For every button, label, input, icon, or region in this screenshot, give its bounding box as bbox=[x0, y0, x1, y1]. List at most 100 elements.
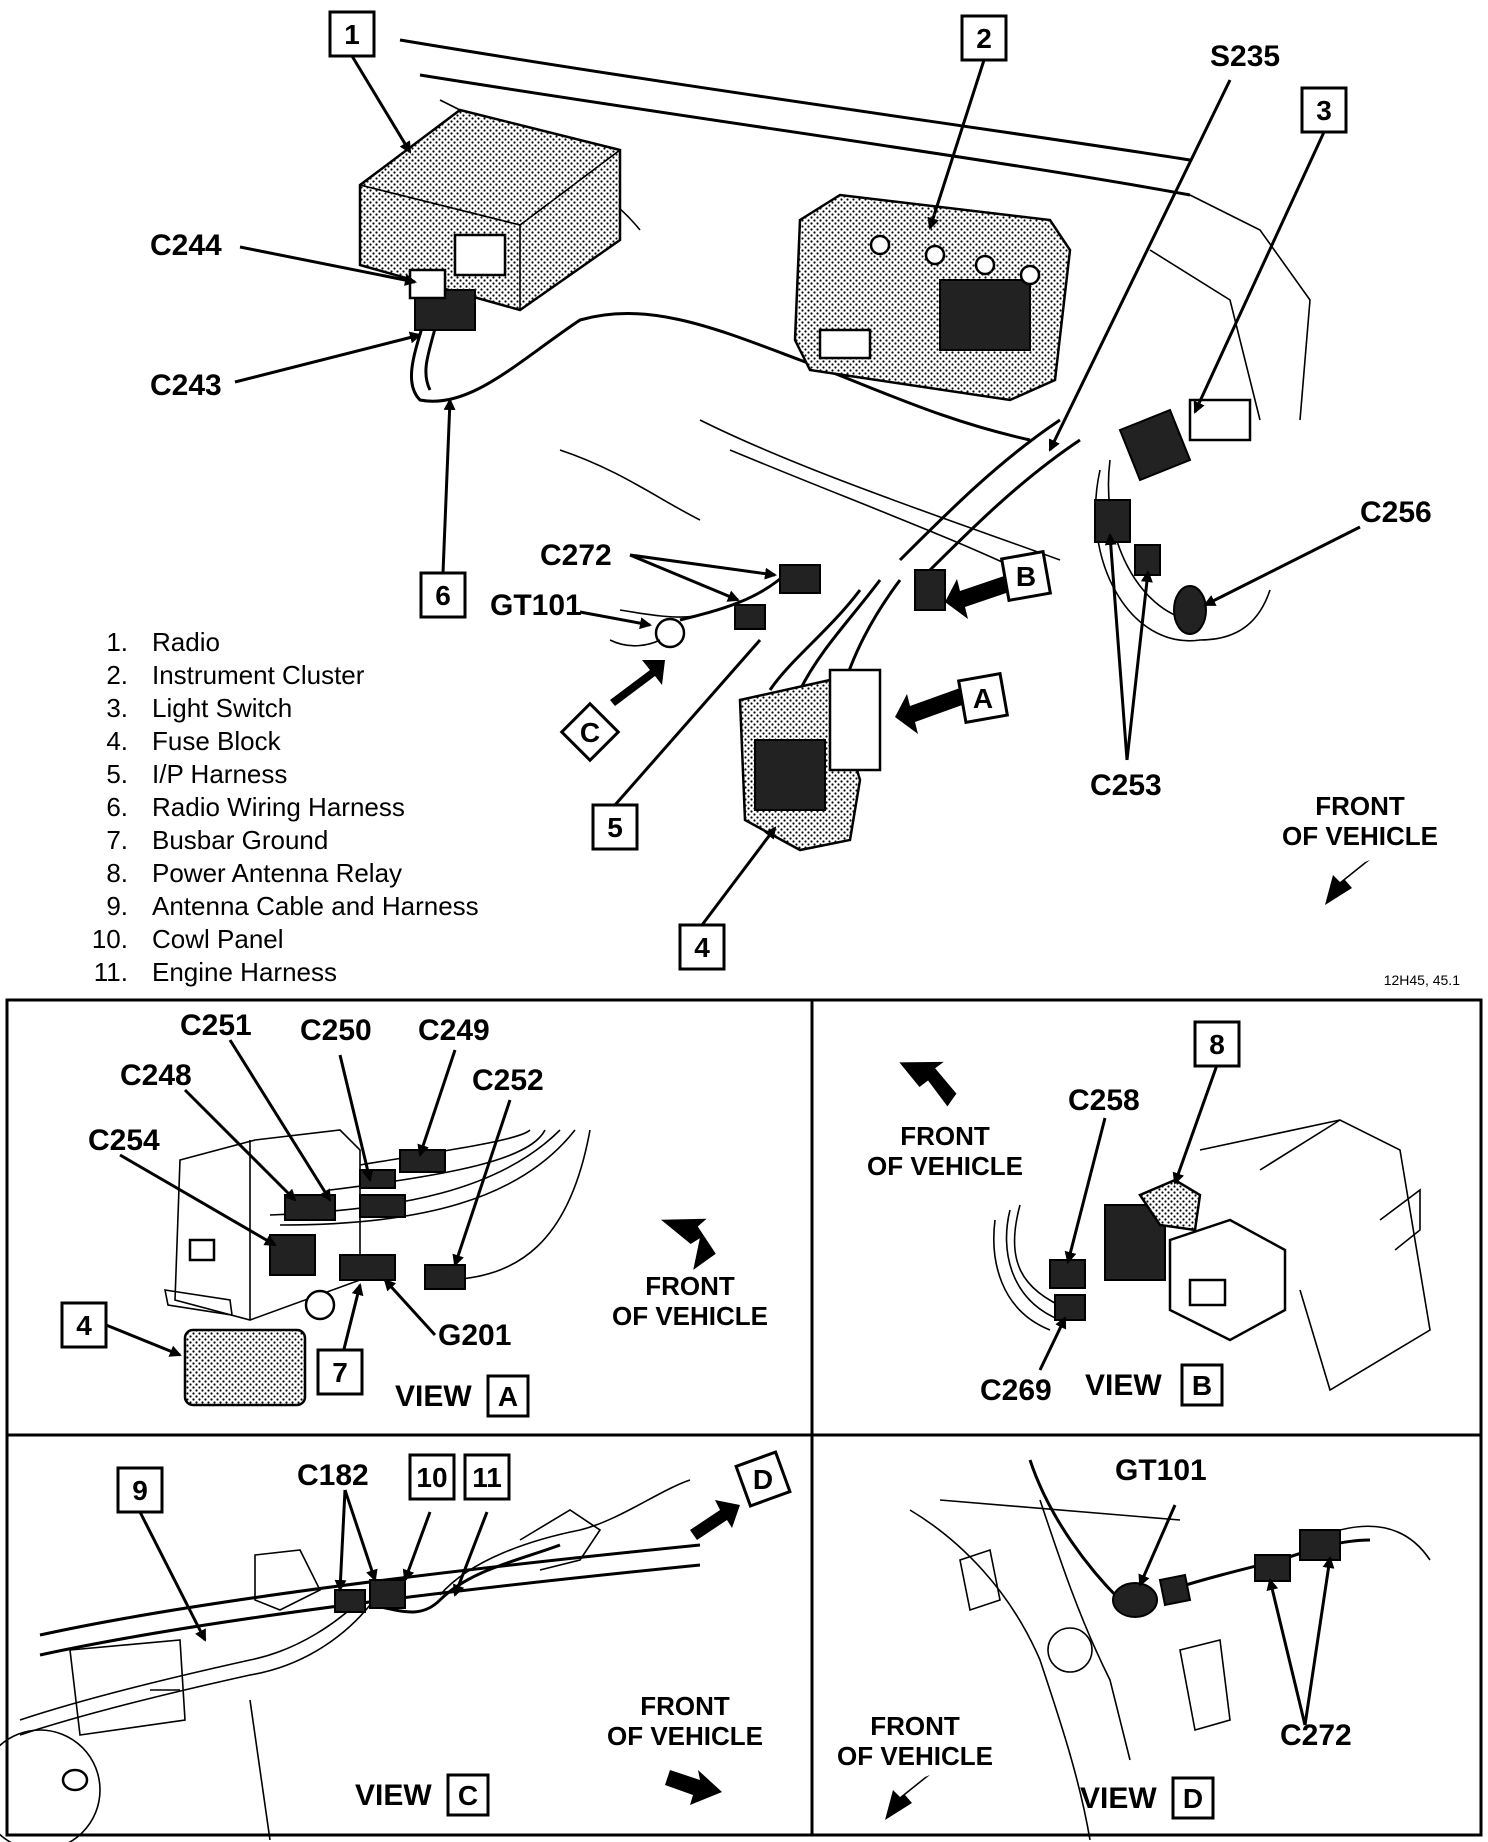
view-a-callout-7: 7 bbox=[332, 1357, 348, 1388]
legend-number: 8. bbox=[106, 858, 128, 888]
c244-label: C244 bbox=[150, 229, 222, 262]
legend-number: 9. bbox=[106, 891, 128, 921]
c243-label: C243 bbox=[150, 369, 222, 402]
view-b-front-line2: OF VEHICLE bbox=[867, 1151, 1023, 1181]
callout-3-label: 3 bbox=[1316, 95, 1332, 126]
view-d-panel: GT101 C272 FRONT OF VEHICLE VIEW D bbox=[837, 1454, 1431, 1841]
instrument-cluster bbox=[793, 193, 1072, 402]
view-d-front-line1: FRONT bbox=[870, 1711, 960, 1741]
view-a-front-arrow-icon bbox=[661, 1218, 716, 1270]
callout-4-label: 4 bbox=[694, 932, 710, 963]
c249-label: C249 bbox=[418, 1014, 490, 1047]
view-a-arrow-letter: A bbox=[973, 683, 993, 714]
front-arrow-icon bbox=[1325, 860, 1370, 905]
c254-label: C254 bbox=[88, 1124, 160, 1157]
legend-number: 6. bbox=[106, 792, 128, 822]
view-d-arrow-letter: D bbox=[753, 1464, 773, 1495]
view-b-word: VIEW bbox=[1085, 1369, 1162, 1402]
gt101-label: GT101 bbox=[490, 589, 582, 622]
view-b-callout-8: 8 bbox=[1209, 1029, 1225, 1060]
legend-number: 1. bbox=[106, 627, 128, 657]
callout-6 bbox=[419, 571, 467, 619]
view-b-front-line1: FRONT bbox=[900, 1121, 990, 1151]
view-c-callout-9: 9 bbox=[132, 1475, 148, 1506]
view-c-letter: C bbox=[458, 1780, 478, 1811]
view-a-front-line1: FRONT bbox=[645, 1271, 735, 1301]
s235-label: S235 bbox=[1210, 40, 1280, 73]
main-view: 1 2 3 4 5 6 S235 C244 C243 C272 GT101 C2… bbox=[92, 10, 1460, 988]
callout-1-label: 1 bbox=[344, 19, 360, 50]
radio-unit bbox=[358, 108, 622, 312]
view-d-front-arrow-icon bbox=[885, 1775, 930, 1820]
view-c-panel: 9 C182 10 11 D FRONT OF VEHICLE VIEW C bbox=[0, 1450, 792, 1842]
legend-item: Fuse Block bbox=[152, 726, 282, 756]
view-a-arrow: A bbox=[895, 671, 1010, 734]
c249-connector bbox=[399, 1149, 446, 1173]
view-a-callout-4: 4 bbox=[76, 1310, 92, 1341]
view-b-letter: B bbox=[1192, 1370, 1212, 1401]
c182-label: C182 bbox=[297, 1459, 369, 1492]
view-a-front-line2: OF VEHICLE bbox=[612, 1301, 768, 1331]
light-switch bbox=[1118, 398, 1252, 482]
view-c-arrow-letter: C bbox=[580, 717, 600, 748]
legend-number: 7. bbox=[106, 825, 128, 855]
legend-item: Busbar Ground bbox=[152, 825, 328, 855]
c269-label: C269 bbox=[980, 1374, 1052, 1407]
view-c-word: VIEW bbox=[355, 1779, 432, 1812]
view-b-front-arrow-icon bbox=[899, 1061, 957, 1107]
view-c-front-line1: FRONT bbox=[640, 1691, 730, 1721]
callout-1 bbox=[328, 10, 376, 58]
view-a-word: VIEW bbox=[395, 1380, 472, 1413]
view-a-letter: A bbox=[498, 1381, 518, 1412]
legend-item: Instrument Cluster bbox=[152, 660, 365, 690]
view-d-arrow-icon bbox=[690, 1500, 740, 1540]
legend: 1. Radio 2. Instrument Cluster 3. Light Switc… bbox=[92, 627, 479, 987]
view-d-front-line2: OF VEHICLE bbox=[837, 1741, 993, 1771]
legend-item: Power Antenna Relay bbox=[152, 858, 402, 888]
fuse-block-a bbox=[183, 1328, 307, 1407]
legend-item: Radio Wiring Harness bbox=[152, 792, 405, 822]
view-b-arrow: B bbox=[945, 549, 1053, 619]
gt101-d-label: GT101 bbox=[1115, 1454, 1207, 1487]
c248-label: C248 bbox=[120, 1059, 192, 1092]
view-c-front-arrow-icon bbox=[665, 1770, 722, 1805]
front-label-line2: OF VEHICLE bbox=[1282, 821, 1438, 851]
legend-number: 3. bbox=[106, 693, 128, 723]
callout-5-label: 5 bbox=[607, 812, 623, 843]
front-label-line1: FRONT bbox=[1315, 791, 1405, 821]
detail-frame bbox=[5, 998, 1483, 1837]
c272-label: C272 bbox=[540, 539, 612, 572]
c250-label: C250 bbox=[300, 1014, 372, 1047]
view-d-word: VIEW bbox=[1080, 1782, 1157, 1815]
g201-label: G201 bbox=[438, 1319, 511, 1352]
callout-6-label: 6 bbox=[435, 580, 451, 611]
legend-item: I/P Harness bbox=[152, 759, 287, 789]
legend-number: 11. bbox=[94, 957, 128, 987]
view-b-arrow-letter: B bbox=[1016, 561, 1036, 592]
legend-item: Light Switch bbox=[152, 693, 292, 723]
figure-code: 12H45, 45.1 bbox=[1384, 972, 1460, 988]
legend-item: Engine Harness bbox=[152, 957, 337, 987]
callout-3 bbox=[1300, 86, 1348, 134]
legend-number: 5. bbox=[106, 759, 128, 789]
view-a-panel: C251 C250 C249 C248 C252 C254 G201 4 7 F… bbox=[60, 1009, 768, 1418]
callout-4 bbox=[678, 923, 726, 971]
legend-item: Radio bbox=[152, 627, 220, 657]
c251-label: C251 bbox=[180, 1009, 252, 1042]
c252-label: C252 bbox=[472, 1064, 544, 1097]
view-c-front-line2: OF VEHICLE bbox=[607, 1721, 763, 1751]
view-c-arrow: C bbox=[559, 660, 665, 763]
view-b-panel: C258 C269 8 FRONT OF VEHICLE VIEW B bbox=[867, 1020, 1431, 1407]
view-d-letter: D bbox=[1183, 1783, 1203, 1814]
c253-label: C253 bbox=[1090, 769, 1162, 802]
view-c-callout-10: 10 bbox=[416, 1462, 447, 1493]
legend-item: Antenna Cable and Harness bbox=[152, 891, 479, 921]
c256-label: C256 bbox=[1360, 496, 1432, 529]
c258-label: C258 bbox=[1068, 1084, 1140, 1117]
power-antenna-relay-connector bbox=[1104, 1204, 1166, 1281]
callout-2-label: 2 bbox=[976, 23, 992, 54]
legend-item: Cowl Panel bbox=[152, 924, 284, 954]
legend-number: 2. bbox=[106, 660, 128, 690]
c272-d-label: C272 bbox=[1280, 1719, 1352, 1752]
